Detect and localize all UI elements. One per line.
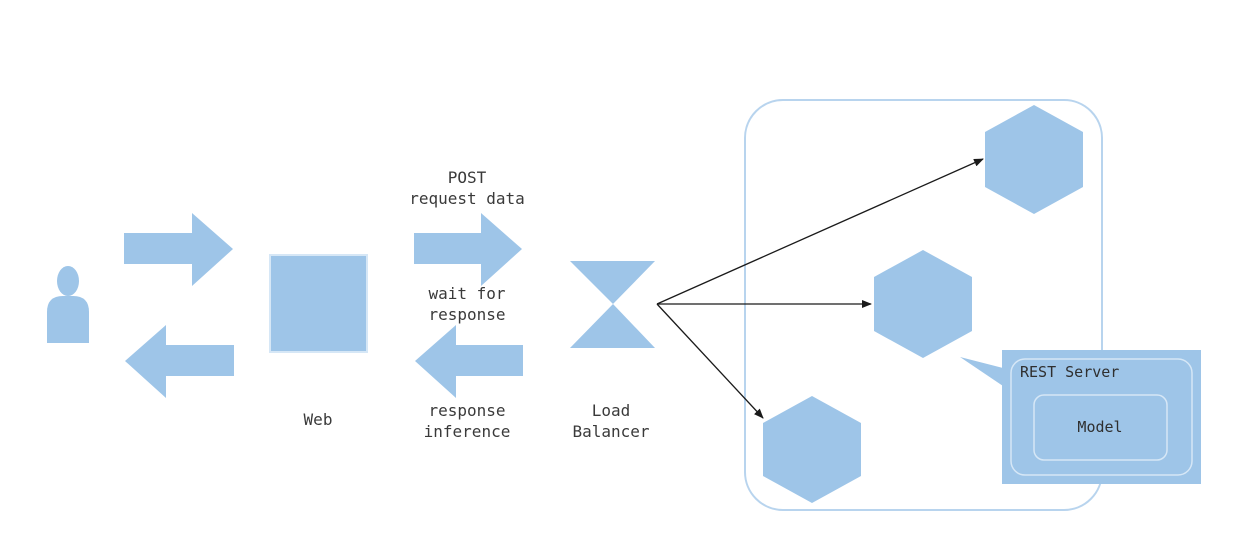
response-arrow xyxy=(415,325,523,398)
user-to-web-arrow xyxy=(124,213,233,286)
request-label-line2: request data xyxy=(409,189,525,208)
request-arrow xyxy=(414,213,522,286)
wait-label-line2: response xyxy=(428,305,505,324)
server-hexagon-middle xyxy=(874,250,972,358)
connector-to-top-server xyxy=(656,158,984,305)
web-label: Web xyxy=(304,410,333,429)
response-label-line2: inference xyxy=(424,422,511,441)
request-label-line1: POST xyxy=(448,168,487,187)
load-balancer-label-line1: Load xyxy=(592,401,631,420)
rest-server-callout xyxy=(960,350,1201,484)
web-server-box xyxy=(269,254,368,353)
load-balancer-label-line2: Balancer xyxy=(572,422,649,441)
model-label: Model xyxy=(1077,418,1122,436)
web-to-user-arrow xyxy=(125,325,234,398)
server-hexagon-top xyxy=(985,105,1083,214)
connector-to-bottom-server xyxy=(656,303,764,419)
server-cluster xyxy=(744,99,1103,511)
response-label-line1: response xyxy=(428,401,505,420)
wait-label-line1: wait for xyxy=(428,284,505,303)
server-hexagon-bottom xyxy=(763,396,861,503)
load-balancer-hourglass-icon xyxy=(570,261,655,348)
rest-server-title: REST Server xyxy=(1020,363,1119,381)
user-person-icon xyxy=(47,266,89,343)
